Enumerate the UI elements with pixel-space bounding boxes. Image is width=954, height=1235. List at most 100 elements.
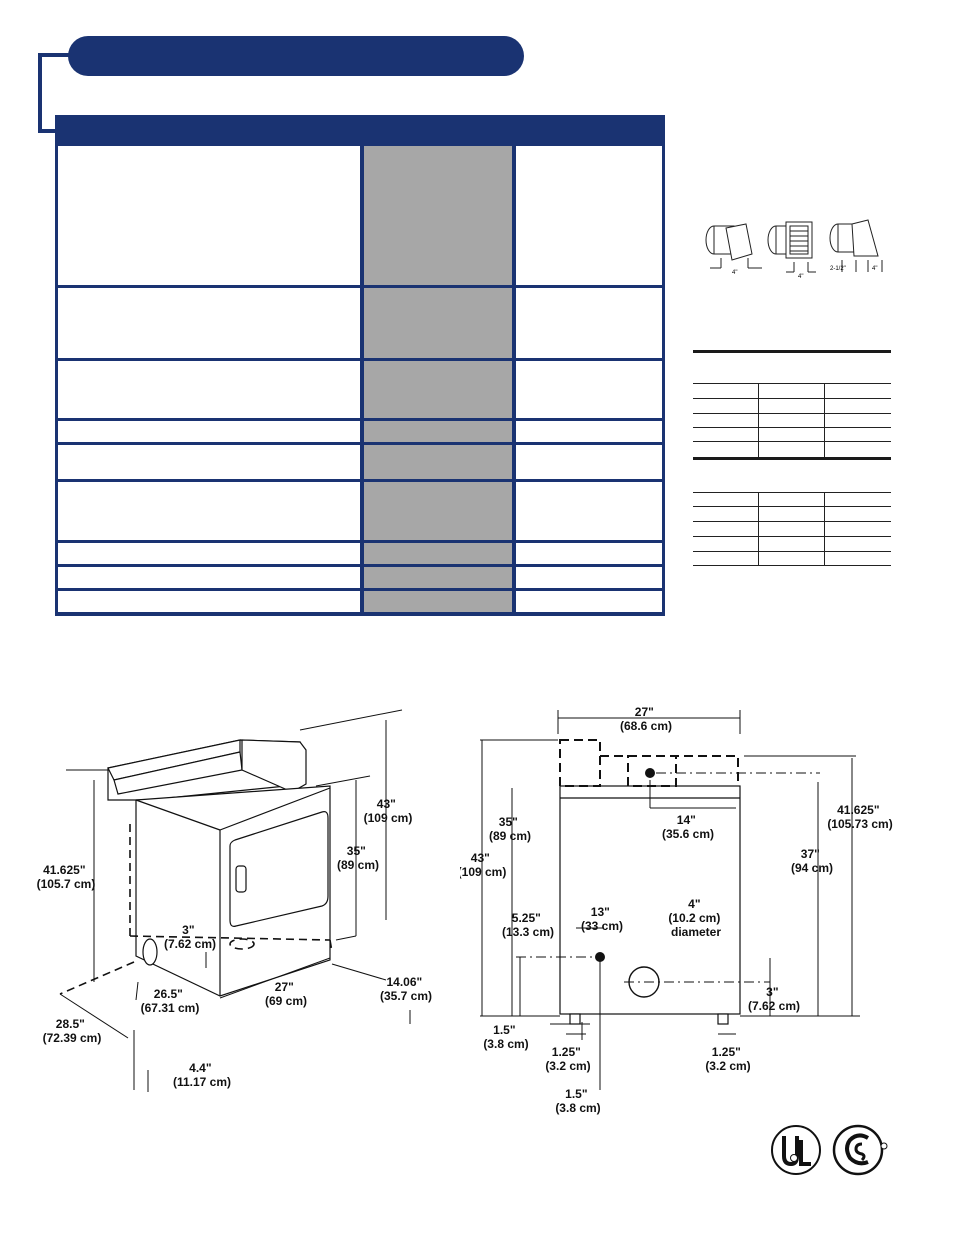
svg-text:3" (7.62 cm): 3" (7.62 cm) bbox=[748, 985, 800, 1013]
svg-text:41.625" (105.7 cm): 41.625" (105.7 cm) bbox=[37, 863, 96, 891]
rear-dim-cord-height-cm: (13.3 cm) bbox=[502, 925, 554, 939]
dim-side-offset-cm: (35.7 cm) bbox=[380, 989, 432, 1003]
rear-dim-cord-offset-cm: (33 cm) bbox=[581, 919, 623, 933]
svg-text:37" (94 cm): 37" (94 cm) bbox=[791, 847, 833, 875]
dim-vent-height-cm: (7.62 cm) bbox=[164, 937, 216, 951]
rear-dim-vent-diameter-cm: (10.2 cm) bbox=[668, 911, 720, 925]
dim-cabinet-height-cm: (89 cm) bbox=[337, 858, 379, 872]
dim-cabinet-height: 35" bbox=[347, 844, 366, 858]
rear-dim-leg-bottom: 1.5" bbox=[565, 1087, 587, 1101]
dim-total-height-cm: (105.7 cm) bbox=[37, 877, 96, 891]
dim-backguard-height: 43" bbox=[377, 797, 396, 811]
rear-dim-backguard-height: 43" bbox=[471, 851, 490, 865]
csa-certified-icon bbox=[832, 1124, 888, 1176]
rear-dim-cabinet-height-cm: (89 cm) bbox=[489, 829, 531, 843]
dim-total-height: 41.625" bbox=[43, 863, 85, 877]
dim-width: 27" bbox=[275, 980, 294, 994]
svg-text:3" (7.62 cm): 3" (7.62 cm) bbox=[164, 923, 216, 951]
svg-text:27" (69 cm): 27" (69 cm) bbox=[265, 980, 307, 1008]
rear-dim-leg-inset-left: 1.25" bbox=[552, 1045, 581, 1059]
vent-table-1 bbox=[693, 383, 891, 460]
svg-text:1.5" (3.8 cm): 1.5" (3.8 cm) bbox=[483, 1023, 528, 1051]
svg-text:14" (35.6 cm): 14" (35.6 cm) bbox=[662, 813, 714, 841]
svg-text:28.5" (72.39 cm): 28.5" (72.39 cm) bbox=[43, 1017, 102, 1045]
dim-cabinet-depth: 26.5" bbox=[154, 987, 183, 1001]
spec-row bbox=[58, 591, 662, 612]
rear-dim-vent-offset-cm: (35.6 cm) bbox=[662, 827, 714, 841]
spec-row bbox=[58, 445, 662, 479]
vent-dim-4: 4" bbox=[872, 266, 877, 272]
vent-table-2 bbox=[693, 492, 891, 566]
svg-text:43" (109 cm): 43" (109 cm) bbox=[460, 851, 506, 879]
rear-dim-vent-offset: 14" bbox=[677, 813, 696, 827]
ul-listed-icon bbox=[771, 1125, 821, 1175]
svg-text:13" (33 cm): 13" (33 cm) bbox=[581, 905, 623, 933]
header-bracket bbox=[38, 53, 42, 133]
title-banner bbox=[68, 36, 524, 76]
svg-text:35" (89 cm): 35" (89 cm) bbox=[337, 844, 379, 872]
vent-hood-box-icon bbox=[705, 223, 762, 269]
spec-row bbox=[58, 361, 662, 418]
spec-row bbox=[58, 567, 662, 588]
spec-row bbox=[58, 421, 662, 442]
spec-row bbox=[58, 482, 662, 540]
dryer-isometric-diagram: 41.625" (105.7 cm) 43" (109 cm) 35" (89 … bbox=[37, 709, 432, 1092]
rear-dim-backguard-height-cm: (109 cm) bbox=[460, 865, 506, 879]
vent-hood-illustrations: 4" 4" 2-1/2" 4" bbox=[705, 219, 883, 280]
rear-dim-leg-inset-right: 1.25" bbox=[712, 1045, 741, 1059]
rear-dim-vent-bottom-cm: (7.62 cm) bbox=[748, 999, 800, 1013]
rear-dim-vent-diameter-label: diameter bbox=[671, 925, 721, 939]
svg-text:4.4" (11.17 cm): 4.4" (11.17 cm) bbox=[173, 1061, 231, 1089]
dim-side-gap: 4.4" bbox=[189, 1061, 211, 1075]
rear-dim-cord-height: 5.25" bbox=[512, 911, 541, 925]
rear-dim-leg-bottom-cm: (3.8 cm) bbox=[555, 1101, 600, 1115]
vent-dim-3: 2-1/2" bbox=[830, 266, 846, 272]
dim-side-gap-cm: (11.17 cm) bbox=[173, 1075, 231, 1089]
spec-table-header bbox=[55, 115, 665, 144]
side-vent-icon bbox=[142, 938, 158, 966]
svg-text:4" (10.2 cm) diameter: 4" (10.2 cm) diameter bbox=[668, 897, 723, 939]
header-bracket-top bbox=[38, 53, 72, 57]
dimension-lines bbox=[59, 709, 411, 1092]
svg-text:26.5" (67.31 cm): 26.5" (67.31 cm) bbox=[141, 987, 200, 1015]
svg-text:43" (109 cm): 43" (109 cm) bbox=[364, 797, 413, 825]
rear-dim-width-cm: (68.6 cm) bbox=[620, 719, 672, 733]
dim-vent-height: 3" bbox=[182, 923, 194, 937]
vent-dim-1: 4" bbox=[732, 270, 737, 276]
dim-width-cm: (69 cm) bbox=[265, 994, 307, 1008]
spec-row bbox=[58, 288, 662, 358]
dim-backguard-height-cm: (109 cm) bbox=[364, 811, 413, 825]
rear-dim-vent-bottom: 3" bbox=[766, 985, 778, 999]
svg-text:35" (89 cm): 35" (89 cm) bbox=[489, 815, 531, 843]
vent-table-1-rule bbox=[693, 350, 891, 353]
rear-dim-cabinet-height: 35" bbox=[499, 815, 518, 829]
dim-side-offset: 14.06" bbox=[386, 975, 422, 989]
spec-table bbox=[55, 115, 665, 616]
rear-backguard-dashed bbox=[559, 739, 739, 787]
svg-text:41.625" (105.73 cm): 41.625" (105.73 cm) bbox=[827, 803, 892, 831]
svg-text:1.25" (3.2 cm): 1.25" (3.2 cm) bbox=[545, 1045, 590, 1073]
spec-row bbox=[58, 543, 662, 564]
svg-text:1.5" (3.8 cm): 1.5" (3.8 cm) bbox=[555, 1087, 600, 1115]
rear-dim-leg-inset-left-cm: (3.2 cm) bbox=[545, 1059, 590, 1073]
dim-total-depth-cm: (72.39 cm) bbox=[43, 1031, 102, 1045]
rear-dim-vent-height-cm: (94 cm) bbox=[791, 861, 833, 875]
rear-dimension-lines bbox=[480, 710, 860, 1090]
vent-dim-2: 4" bbox=[798, 274, 803, 280]
rear-dim-vent-diameter: 4" bbox=[688, 897, 700, 911]
rear-dim-total-height: 41.625" bbox=[837, 803, 879, 817]
base-outline-dashed bbox=[59, 820, 333, 995]
dim-cabinet-depth-cm: (67.31 cm) bbox=[141, 1001, 200, 1015]
rear-dim-width: 27" bbox=[635, 705, 654, 719]
rear-vent-top-dot bbox=[645, 768, 655, 778]
dim-total-depth: 28.5" bbox=[56, 1017, 85, 1031]
spec-row bbox=[58, 171, 662, 285]
rear-dim-leg-offset: 1.5" bbox=[493, 1023, 515, 1037]
rear-dim-vent-height: 37" bbox=[801, 847, 820, 861]
svg-text:27" (68.6 cm): 27" (68.6 cm) bbox=[620, 705, 672, 733]
header-bracket-bottom bbox=[38, 129, 58, 133]
dryer-outline bbox=[107, 739, 331, 997]
vent-hood-louvered-icon bbox=[767, 221, 816, 273]
vent-hood-angled-icon bbox=[829, 219, 883, 272]
dryer-rear-diagram: 27" (68.6 cm) 14" (35.6 cm) 35" (89 cm) … bbox=[460, 705, 893, 1115]
